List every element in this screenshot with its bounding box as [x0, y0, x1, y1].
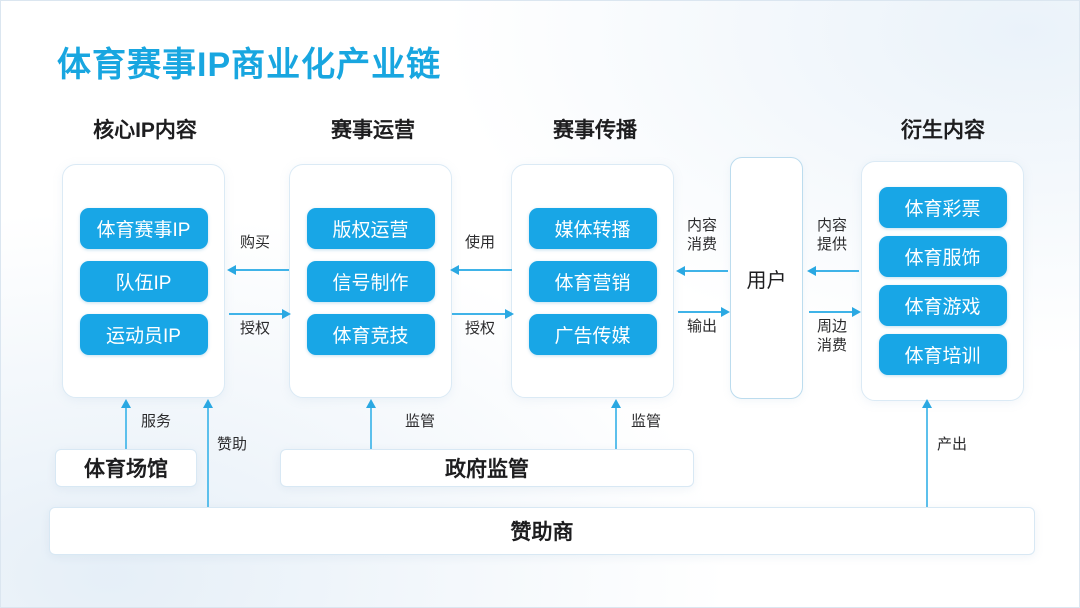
vertical-label-service: 服务 — [141, 413, 172, 430]
arrow-content-consumption-left — [676, 266, 728, 276]
pill-media-broadcast[interactable]: 媒体转播 — [528, 207, 657, 249]
pill-signal-production[interactable]: 信号制作 — [306, 260, 435, 302]
column-header-operations: 赛事运营 — [331, 119, 415, 142]
arrow-peripheral-consumption-right — [809, 307, 861, 317]
pill-sports-competition[interactable]: 体育竞技 — [306, 313, 435, 355]
arrow-purchase-left — [227, 265, 289, 275]
card-event-operations-items: 版权运营 信号制作 体育竞技 — [290, 165, 451, 397]
page-title: 体育赛事IP商业化产业链 — [57, 46, 442, 84]
connector-label-content-consumption: 内容 消费 — [686, 217, 717, 253]
pill-sports-marketing[interactable]: 体育营销 — [528, 260, 657, 302]
arrow-authorize-right-1 — [229, 309, 291, 319]
arrow-head-right-icon — [852, 307, 861, 317]
card-core-ip-items: 体育赛事IP 队伍IP 运动员IP — [63, 165, 224, 397]
arrow-head-right-icon — [282, 309, 291, 319]
connector-label-content-provision: 内容 提供 — [816, 217, 847, 253]
arrow-head-left-icon — [227, 265, 236, 275]
arrow-head-up-icon — [203, 399, 213, 408]
vertical-label-regulate-right: 监管 — [631, 413, 662, 430]
node-government-regulation[interactable]: 政府监管 — [280, 449, 694, 487]
pill-sports-apparel[interactable]: 体育服饰 — [878, 236, 1007, 277]
arrow-output-right — [678, 307, 730, 317]
pill-sports-training[interactable]: 体育培训 — [878, 334, 1007, 375]
arrow-regulate-operations — [366, 399, 376, 451]
arrow-head-up-icon — [121, 399, 131, 408]
connector-label-authorize-2: 授权 — [464, 320, 495, 337]
vertical-label-sponsor: 赞助 — [217, 436, 248, 453]
node-sports-venue[interactable]: 体育场馆 — [55, 449, 197, 487]
vertical-label-output: 产出 — [937, 436, 968, 453]
card-event-broadcasting-items: 媒体转播 体育营销 广告传媒 — [512, 165, 673, 397]
arrow-regulate-broadcasting — [611, 399, 621, 451]
arrow-content-provision-left — [807, 266, 859, 276]
pill-athlete-ip[interactable]: 运动员IP — [79, 313, 208, 355]
arrow-head-right-icon — [721, 307, 730, 317]
node-user[interactable]: 用户 — [730, 157, 803, 399]
arrow-sponsor-support — [203, 399, 213, 507]
pill-team-ip[interactable]: 队伍IP — [79, 260, 208, 302]
arrow-head-left-icon — [676, 266, 685, 276]
pill-sports-games[interactable]: 体育游戏 — [878, 285, 1007, 326]
column-header-broadcasting: 赛事传播 — [553, 119, 637, 142]
connector-label-purchase: 购买 — [239, 234, 270, 251]
connector-label-authorize-1: 授权 — [239, 320, 270, 337]
arrow-head-left-icon — [807, 266, 816, 276]
arrow-authorize-right-2 — [452, 309, 514, 319]
arrow-head-left-icon — [450, 265, 459, 275]
card-event-operations: 版权运营 信号制作 体育竞技 — [289, 164, 452, 398]
card-event-broadcasting: 媒体转播 体育营销 广告传媒 — [511, 164, 674, 398]
arrow-head-up-icon — [611, 399, 621, 408]
card-derived-content-items: 体育彩票 体育服饰 体育游戏 体育培训 — [862, 162, 1023, 400]
column-header-derived: 衍生内容 — [901, 119, 985, 142]
connector-label-use: 使用 — [464, 234, 495, 251]
connector-label-peripheral-consumption: 周边 消费 — [816, 318, 847, 354]
node-sponsor[interactable]: 赞助商 — [49, 507, 1035, 555]
pill-sports-lottery[interactable]: 体育彩票 — [878, 187, 1007, 228]
arrow-venue-service — [121, 399, 131, 451]
arrow-derived-output — [922, 399, 932, 507]
pill-sports-event-ip[interactable]: 体育赛事IP — [79, 207, 208, 249]
pill-copyright-operation[interactable]: 版权运营 — [306, 207, 435, 249]
node-sponsor-label: 赞助商 — [510, 521, 574, 544]
arrow-head-up-icon — [366, 399, 376, 408]
arrow-head-right-icon — [505, 309, 514, 319]
card-derived-content: 体育彩票 体育服饰 体育游戏 体育培训 — [861, 161, 1024, 401]
connector-label-output: 输出 — [686, 318, 717, 335]
card-core-ip: 体育赛事IP 队伍IP 运动员IP — [62, 164, 225, 398]
arrow-use-left — [450, 265, 512, 275]
arrow-head-up-icon — [922, 399, 932, 408]
node-user-label: 用户 — [746, 269, 787, 292]
node-sports-venue-label: 体育场馆 — [84, 458, 168, 481]
column-header-core-ip: 核心IP内容 — [93, 119, 197, 142]
vertical-label-regulate-left: 监管 — [405, 413, 436, 430]
node-government-regulation-label: 政府监管 — [445, 458, 529, 481]
pill-ad-media[interactable]: 广告传媒 — [528, 313, 657, 355]
